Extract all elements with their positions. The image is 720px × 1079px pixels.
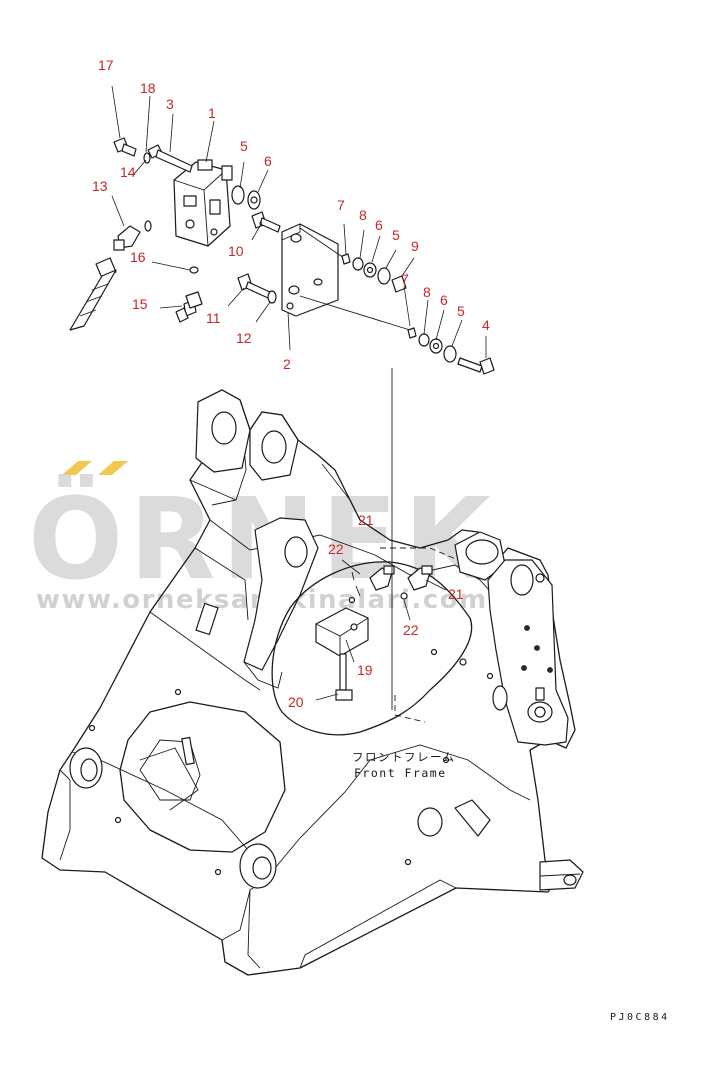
hardware-stack-upper: [341, 253, 407, 293]
block-19: [315, 607, 369, 657]
bracket-plate-2: [281, 223, 339, 317]
callout-11: 11: [206, 310, 221, 326]
right-bracket: [487, 559, 569, 746]
upper-left-pivot: [195, 389, 299, 481]
watermark-accent-1: [62, 461, 92, 475]
callout-21-lower: 21: [448, 586, 464, 602]
callout-8-lower: 8: [423, 284, 431, 300]
callout-7-lower: 7: [401, 271, 409, 287]
fitting-15: [175, 291, 203, 323]
callout-22-upper: 22: [328, 541, 344, 557]
callout-1: 1: [208, 105, 216, 121]
bottom-right-hitch: [539, 859, 584, 891]
callout-6-upper: 6: [375, 217, 383, 233]
callout-21-upper: 21: [358, 512, 374, 528]
callout-5-lower: 5: [457, 303, 465, 319]
callout-6-lower: 6: [440, 292, 448, 308]
hose-routing-area: [271, 547, 473, 736]
callout-5-upper: 5: [392, 227, 400, 243]
fitting-21-left: [369, 565, 395, 591]
callout-10: 10: [228, 243, 244, 259]
hose: [69, 257, 117, 331]
right-pivot: [454, 531, 506, 581]
bolt-20: [335, 653, 353, 701]
callout-16: 16: [130, 249, 146, 265]
inner-arm: [243, 517, 319, 689]
callout-12: 12: [236, 330, 252, 346]
o-ring-14: [144, 220, 152, 232]
fitting-17: [113, 137, 137, 157]
callout-9: 9: [411, 238, 419, 254]
callout-22-lower: 22: [403, 622, 419, 638]
callout-15: 15: [132, 296, 148, 312]
callout-8-upper: 8: [359, 207, 367, 223]
washer-12: [267, 290, 277, 304]
watermark-accent-2: [98, 461, 128, 475]
bolt-3: [147, 144, 193, 173]
callout-17: 17: [98, 57, 114, 73]
bottom-boss: [239, 843, 277, 889]
callout-20: 20: [288, 694, 304, 710]
washer-5-upper: [231, 185, 245, 205]
callout-4: 4: [482, 317, 490, 333]
callout-5-top: 5: [240, 138, 248, 154]
caption-japanese: フロントフレーム: [352, 750, 456, 764]
callout-14: 14: [120, 164, 136, 180]
hardware-stack-lower: [407, 327, 495, 375]
left-lower-boss: [69, 747, 103, 789]
o-ring-16: [189, 266, 199, 274]
callout-2: 2: [283, 356, 291, 372]
valve-assembly: [69, 137, 495, 375]
caption-english: Front Frame: [354, 766, 447, 780]
callout-19: 19: [357, 662, 373, 678]
callout-6-top: 6: [264, 153, 272, 169]
fitting-21-right: [407, 565, 433, 591]
bolt-11: [237, 273, 271, 299]
bolt-10: [251, 211, 281, 233]
callout-13: 13: [92, 178, 108, 194]
callout-7-upper: 7: [337, 197, 345, 213]
elbow-13: [113, 225, 141, 251]
callout-18: 18: [140, 80, 156, 96]
callouts: 17 18 3 1 5 6 14 13 16 15 10 11 12 2 7 8: [92, 57, 490, 710]
front-frame: [41, 389, 584, 976]
drawing-code: PJ0C884: [610, 1012, 670, 1023]
callout-3: 3: [166, 96, 174, 112]
